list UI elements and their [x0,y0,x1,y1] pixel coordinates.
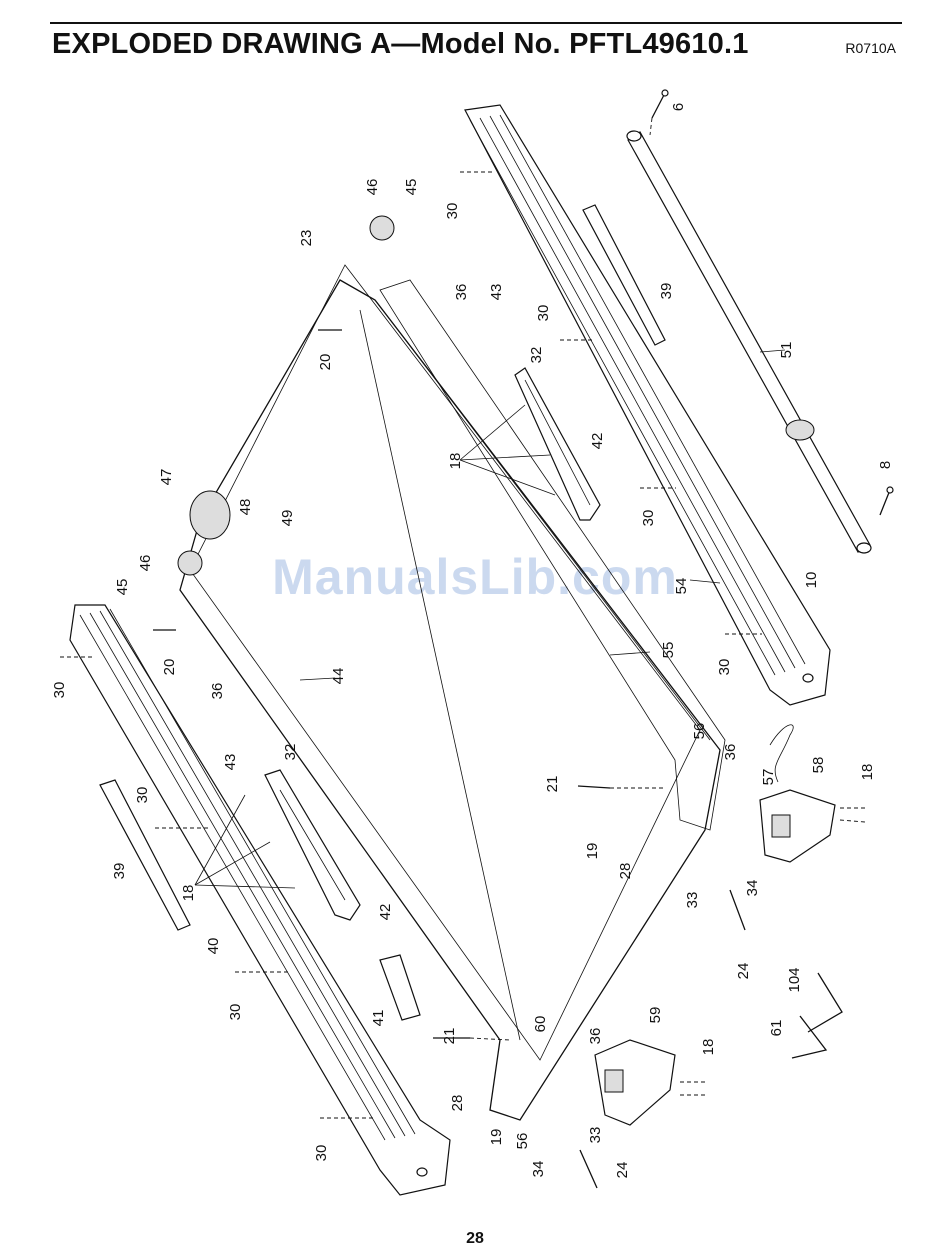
callout-30: 30 [134,787,151,804]
callout-45: 45 [114,579,131,596]
bolt-8 [880,487,893,515]
callout-61: 61 [768,1020,785,1037]
callout-42: 42 [377,904,394,921]
callout-30: 30 [535,305,552,322]
rear-foot-right [515,368,600,520]
callout-24: 24 [735,963,752,980]
callout-19: 19 [488,1129,505,1146]
wrench-61 [792,1016,826,1058]
callout-32: 32 [282,744,299,761]
callout-30: 30 [640,510,657,527]
callout-21: 21 [441,1028,458,1045]
callout-41: 41 [370,1010,387,1027]
callout-34: 34 [744,880,761,897]
callout-18: 18 [859,764,876,781]
left-rail [70,605,450,1195]
callout-34: 34 [530,1161,547,1178]
callout-30: 30 [444,203,461,220]
callout-18: 18 [180,885,197,902]
callout-39: 39 [111,863,128,880]
callout-54: 54 [673,578,690,595]
callout-8: 8 [877,461,894,469]
callout-49: 49 [279,510,296,527]
callout-47: 47 [158,469,175,486]
callout-43: 43 [488,284,505,301]
callout-20: 20 [317,354,334,371]
callout-60: 60 [532,1016,549,1033]
callout-56: 56 [514,1133,531,1150]
callout-36: 36 [587,1028,604,1045]
callout-30: 30 [51,682,68,699]
callout-28: 28 [449,1095,466,1112]
callout-32: 32 [528,347,545,364]
callout-46: 46 [137,555,154,572]
callout-58: 58 [810,757,827,774]
callout-28: 28 [617,863,634,880]
callout-18: 18 [447,453,464,470]
right-hood [760,790,835,862]
left-hood [595,1040,675,1125]
callout-104: 104 [786,967,803,992]
callout-42: 42 [589,433,606,450]
callout-30: 30 [313,1145,330,1162]
callout-33: 33 [684,892,701,909]
callout-57: 57 [760,769,777,786]
wrench-104 [808,973,842,1032]
callout-36: 36 [453,284,470,301]
callout-46: 46 [364,179,381,196]
callout-6: 6 [670,103,687,111]
callout-59: 59 [647,1007,664,1024]
callout-33: 33 [587,1127,604,1144]
bolt-21a [578,786,610,788]
callout-36: 36 [209,683,226,700]
callout-36: 36 [722,744,739,761]
bolt-24a [730,890,745,930]
callout-19: 19 [584,843,601,860]
callout-23: 23 [298,230,315,247]
callout-18: 18 [700,1039,717,1056]
rear-roller [627,131,871,553]
callout-43: 43 [222,754,239,771]
bolt-24b [580,1150,597,1188]
callout-44: 44 [330,668,347,685]
callout-30: 30 [227,1004,244,1021]
callout-10: 10 [803,572,820,589]
callout-40: 40 [205,938,222,955]
callout-55: 55 [660,642,677,659]
callout-21: 21 [544,776,561,793]
callout-45: 45 [403,179,420,196]
callout-51: 51 [778,342,795,359]
callout-24: 24 [614,1162,631,1179]
callout-39: 39 [658,283,675,300]
callout-20: 20 [161,659,178,676]
callout-48: 48 [237,499,254,516]
callout-56: 56 [691,723,708,740]
callout-30: 30 [716,659,733,676]
bolt-6 [652,90,668,118]
page-number: 28 [0,1230,950,1248]
